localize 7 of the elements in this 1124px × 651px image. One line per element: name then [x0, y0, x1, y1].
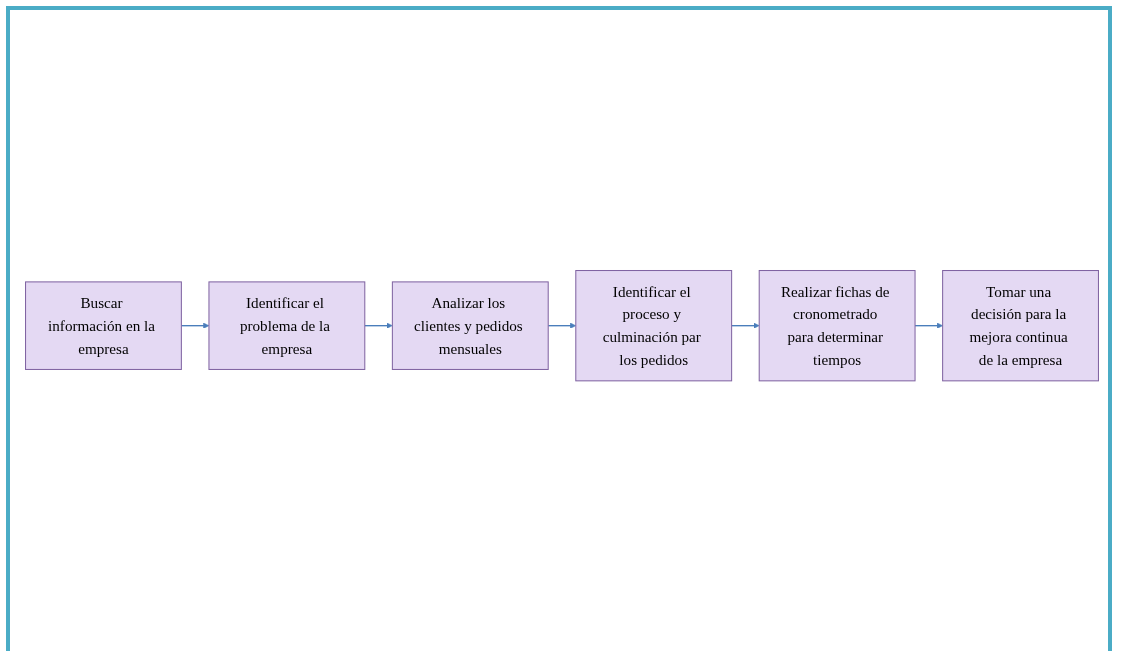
node-box: Analizar los clientes y pedidos mensuales [391, 281, 549, 370]
node-box: Identificar el proceso y culminación par los pedidos [575, 269, 733, 382]
node-box: Realizar fichas de cronometrado para determinar tiempos [758, 269, 916, 382]
node-box: Tomar una decisión para la mejora continua de la empresa [942, 269, 1099, 382]
node-box: Identificar el problema de la empresa [208, 281, 366, 370]
node-box: Buscar información en la empresa [25, 281, 182, 370]
arrow [364, 322, 393, 329]
